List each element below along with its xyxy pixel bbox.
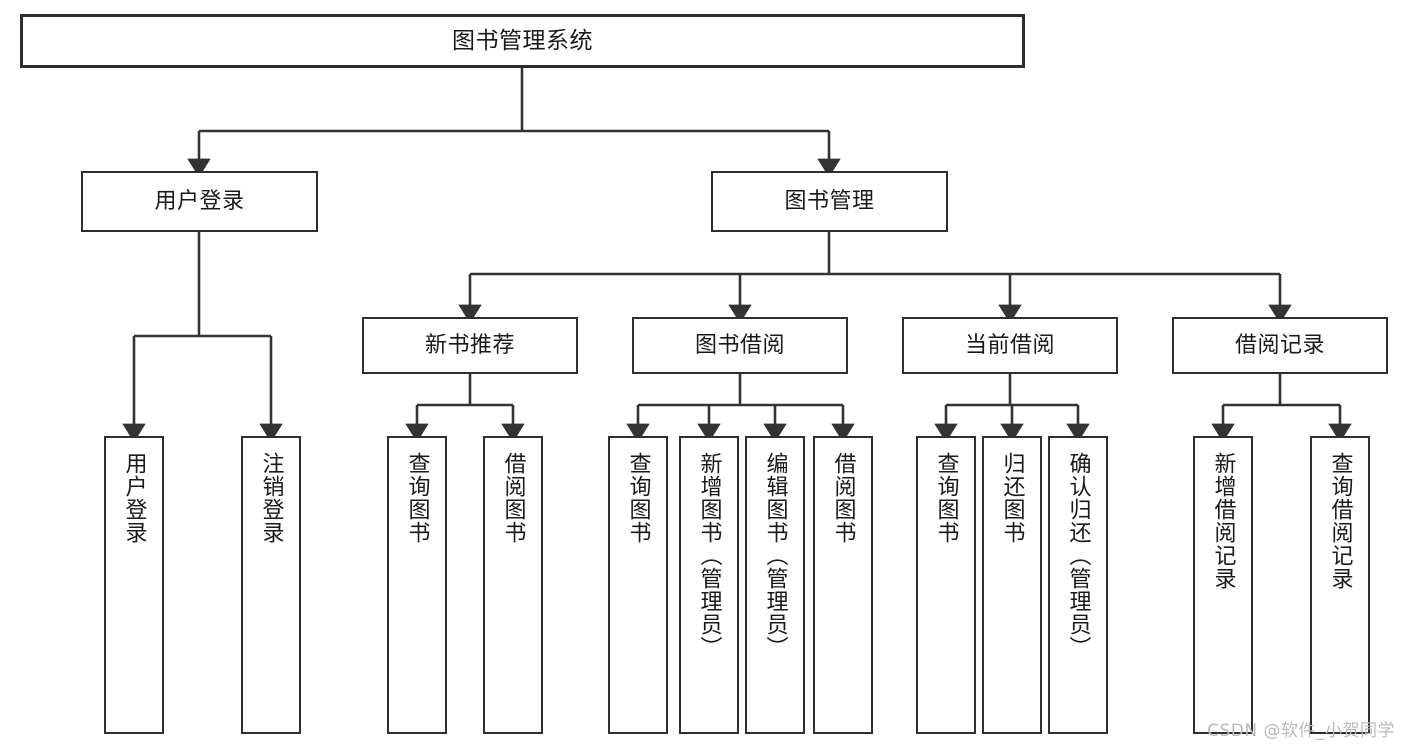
node-label: 当前借阅 [964,332,1055,358]
node-label: 用户登录 [121,452,147,544]
node-label: 用户登录 [154,188,245,214]
leaf-current-return-book[interactable]: 归还图书 [982,436,1042,734]
node-label: 图书管理系统 [452,27,593,54]
node-label: 查询图书 [933,452,959,544]
leaf-user-login-login[interactable]: 用户登录 [104,436,164,734]
leaf-recommend-borrow-book[interactable]: 借阅图书 [483,436,543,734]
watermark-text: CSDN @软件_小贺同学 [1207,721,1395,741]
leaf-user-login-logout[interactable]: 注销登录 [241,436,301,734]
node-label: 借阅记录 [1234,332,1325,358]
node-label: 借阅图书 [500,452,526,544]
node-new-book-recommend[interactable]: 新书推荐 [362,317,578,374]
node-label: 归还图书 [999,452,1025,544]
leaf-records-add-record[interactable]: 新增借阅记录 [1193,436,1253,734]
node-label: 查询图书 [404,452,430,544]
leaf-records-query-record[interactable]: 查询借阅记录 [1310,436,1370,734]
node-label: 图书借阅 [694,332,785,358]
node-label: 新增借阅记录 [1210,452,1236,590]
node-label: 新书推荐 [424,332,515,358]
node-user-login[interactable]: 用户登录 [81,171,318,232]
node-label: 查询借阅记录 [1327,452,1353,590]
node-book-borrow[interactable]: 图书借阅 [632,317,848,374]
node-root-system[interactable]: 图书管理系统 [20,14,1025,68]
leaf-borrow-edit-book-admin[interactable]: 编辑图书（管理员） [745,436,805,734]
node-label: 借阅图书 [830,452,856,544]
node-label: 编辑图书（管理员） [762,452,788,659]
node-label: 图书管理 [784,188,875,214]
node-borrow-records[interactable]: 借阅记录 [1172,317,1388,374]
node-label: 确认归还（管理员） [1065,452,1091,659]
node-label: 注销登录 [258,452,284,544]
node-current-borrow[interactable]: 当前借阅 [902,317,1118,374]
leaf-borrow-query-book[interactable]: 查询图书 [608,436,668,734]
leaf-current-query-book[interactable]: 查询图书 [916,436,976,734]
node-label: 新增图书（管理员） [696,452,722,659]
node-book-management[interactable]: 图书管理 [711,171,948,232]
leaf-current-confirm-return-admin[interactable]: 确认归还（管理员） [1048,436,1108,734]
leaf-borrow-borrow-book[interactable]: 借阅图书 [813,436,873,734]
leaf-borrow-add-book-admin[interactable]: 新增图书（管理员） [679,436,739,734]
node-label: 查询图书 [625,452,651,544]
leaf-recommend-query-book[interactable]: 查询图书 [387,436,447,734]
